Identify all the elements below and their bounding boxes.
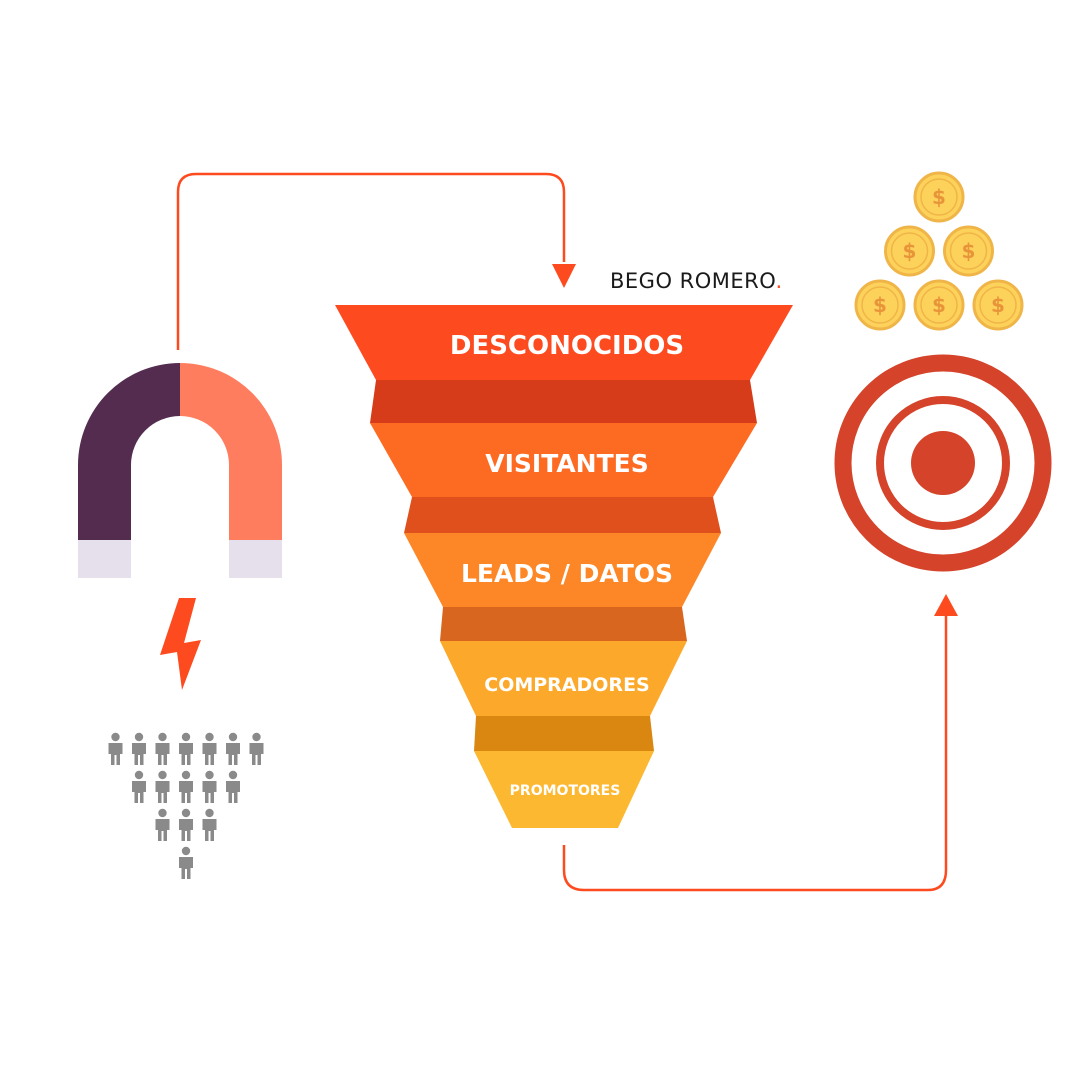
magnet-right-tip xyxy=(229,540,282,578)
coin-symbol: $ xyxy=(932,293,946,317)
person-icon xyxy=(202,770,217,803)
magnet-icon xyxy=(78,363,282,578)
person-icon xyxy=(179,808,193,841)
coin-symbol: $ xyxy=(962,239,976,263)
connectors xyxy=(176,172,958,892)
funnel-label-leads: LEADS / DATOS xyxy=(461,559,673,588)
target-inner-ring xyxy=(876,396,1010,530)
funnel-stage-visitantes xyxy=(370,423,757,497)
coin-icon: $ xyxy=(972,279,1024,331)
funnel-band-3 xyxy=(440,607,687,641)
funnel-stage-leads xyxy=(404,533,721,607)
funnel-label-desconocidos: DESCONOCIDOS xyxy=(450,331,684,361)
arrow-magnet-to-funnel xyxy=(176,172,566,350)
coin-icon: $ xyxy=(913,279,965,331)
person-icon xyxy=(155,808,170,841)
arrow-funnel-to-target xyxy=(562,614,948,892)
person-icon xyxy=(202,732,217,765)
funnel-band-4 xyxy=(474,716,654,751)
funnel: DESCONOCIDOS VISITANTES LEADS / DATOS CO… xyxy=(335,305,793,828)
funnel-label-visitantes: VISITANTES xyxy=(485,449,648,478)
person-icon xyxy=(226,770,240,803)
funnel-band-2 xyxy=(404,497,721,533)
target-icon xyxy=(834,354,1052,572)
funnel-stage-compradores xyxy=(440,641,687,716)
target-bullseye xyxy=(911,431,975,495)
funnel-stage-desconocidos xyxy=(335,305,793,380)
coin-icon: $ xyxy=(854,279,906,331)
coins-stack-icon: $ $ $ $ $ $ xyxy=(854,171,1024,331)
brand-logo: BEGO ROMERO. xyxy=(610,269,783,293)
person-icon xyxy=(179,732,193,765)
person-icon xyxy=(226,732,240,765)
people-crowd-icon xyxy=(108,732,264,879)
coin-symbol: $ xyxy=(991,293,1005,317)
brand-dot: . xyxy=(775,269,782,293)
coin-symbol: $ xyxy=(873,293,887,317)
person-icon xyxy=(108,732,123,765)
coin-icon: $ xyxy=(943,225,994,277)
magnet-left-tip xyxy=(78,540,131,578)
person-icon xyxy=(132,732,146,765)
arrow-head-target xyxy=(934,594,958,616)
funnel-band-1 xyxy=(370,380,757,423)
lightning-icon xyxy=(160,598,201,690)
person-icon xyxy=(249,732,264,765)
coin-icon: $ xyxy=(913,171,965,223)
magnet-left-arm xyxy=(78,363,180,540)
target-outer-ring xyxy=(834,354,1052,572)
person-icon xyxy=(179,846,193,879)
person-icon xyxy=(155,732,170,765)
coin-symbol: $ xyxy=(903,239,917,263)
coin-icon: $ xyxy=(884,225,935,277)
person-icon xyxy=(179,770,193,803)
coin-symbol: $ xyxy=(932,185,946,209)
person-icon xyxy=(202,808,217,841)
magnet-right-arm xyxy=(180,363,282,540)
funnel-label-compradores: COMPRADORES xyxy=(484,674,649,696)
arrow-head-funnel xyxy=(552,264,576,288)
person-icon xyxy=(132,770,146,803)
brand-name: BEGO ROMERO xyxy=(610,269,775,293)
person-icon xyxy=(155,770,170,803)
funnel-stage-promotores xyxy=(474,751,654,828)
funnel-label-promotores: PROMOTORES xyxy=(510,783,621,799)
